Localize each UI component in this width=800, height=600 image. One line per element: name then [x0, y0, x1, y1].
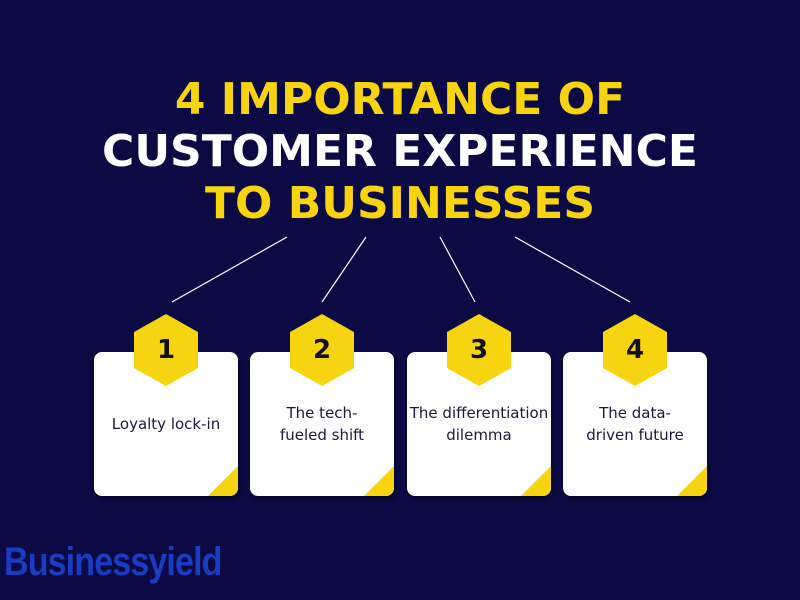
connector-line [321, 236, 367, 303]
businessyield-logo: Businessyield [4, 540, 222, 584]
card-label: The data-driven future [586, 404, 684, 444]
corner-accent [208, 466, 238, 496]
hexagon-badge-4: 4 [603, 314, 667, 386]
title-line-2: CUSTOMER EXPERIENCE [102, 126, 698, 177]
connector-line [439, 236, 476, 303]
corner-accent [677, 466, 707, 496]
corner-accent [521, 466, 551, 496]
hexagon-badge-1: 1 [134, 314, 198, 386]
title-line-3: TO BUSINESSES [204, 178, 596, 229]
card-label: Loyalty lock-in [111, 415, 221, 433]
card-label: The tech-fueled shift [279, 404, 365, 444]
title-line-1: 4 IMPORTANCE OF [174, 74, 626, 125]
card-label: The differentiation dilemma [409, 404, 549, 444]
corner-accent [364, 466, 394, 496]
connector-line [514, 236, 631, 303]
connector-line [171, 236, 288, 303]
